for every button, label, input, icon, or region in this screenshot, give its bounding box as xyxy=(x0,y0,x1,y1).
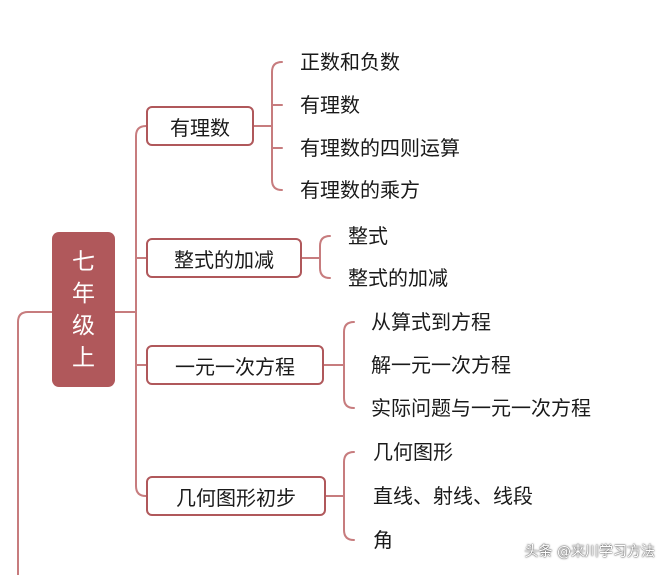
leaf-item: 角 xyxy=(373,528,393,552)
branch-node-geometry-basics: 几何图形初步 xyxy=(146,476,326,516)
leaf-item: 实际问题与一元一次方程 xyxy=(371,396,591,420)
root-char: 级 xyxy=(72,312,95,339)
root-char: 七 xyxy=(72,248,95,275)
leaf-item: 直线、射线、线段 xyxy=(373,484,533,508)
branch-label: 有理数 xyxy=(170,115,230,140)
leaf-item: 有理数 xyxy=(300,93,360,117)
leaf-item: 有理数的乘方 xyxy=(300,178,420,202)
leaf-item: 整式的加减 xyxy=(348,266,448,290)
root-node-grade-7-first-semester: 七 年 级 上 xyxy=(52,232,115,387)
leaf-item: 有理数的四则运算 xyxy=(300,136,460,160)
branch-node-rational-numbers: 有理数 xyxy=(146,106,254,146)
leaf-item: 正数和负数 xyxy=(300,50,400,74)
leaf-item: 从算式到方程 xyxy=(371,310,491,334)
branch-label: 几何图形初步 xyxy=(176,485,296,510)
branch-label: 一元一次方程 xyxy=(175,354,295,379)
branch-node-linear-equation: 一元一次方程 xyxy=(146,345,324,385)
branch-node-polynomial-add-subtract: 整式的加减 xyxy=(146,238,302,278)
root-char: 年 xyxy=(72,280,95,307)
branch-label: 整式的加减 xyxy=(174,247,274,272)
leaf-item: 解一元一次方程 xyxy=(371,353,511,377)
root-char: 上 xyxy=(72,344,95,371)
watermark: 头条 @来川学习方法 xyxy=(524,544,655,560)
leaf-item: 几何图形 xyxy=(373,440,453,464)
leaf-item: 整式 xyxy=(348,224,388,248)
